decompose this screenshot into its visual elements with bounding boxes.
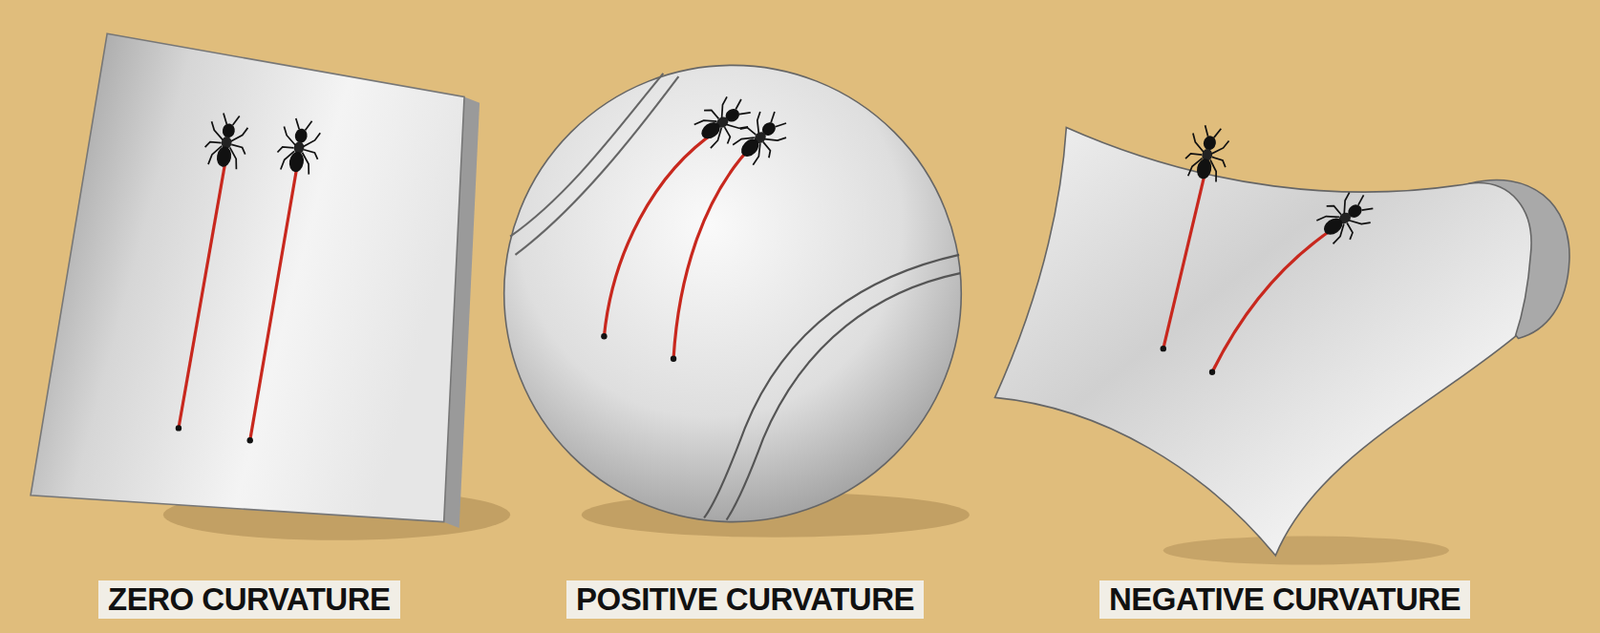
label-text: NEGATIVE CURVATURE	[1109, 583, 1461, 617]
curvature-label: POSITIVE CURVATURE	[566, 580, 924, 619]
curvature-label: NEGATIVE CURVATURE	[1099, 580, 1471, 619]
curvature-label: ZERO CURVATURE	[98, 580, 401, 619]
label-text: ZERO CURVATURE	[107, 583, 391, 617]
label-text: POSITIVE CURVATURE	[576, 583, 915, 617]
